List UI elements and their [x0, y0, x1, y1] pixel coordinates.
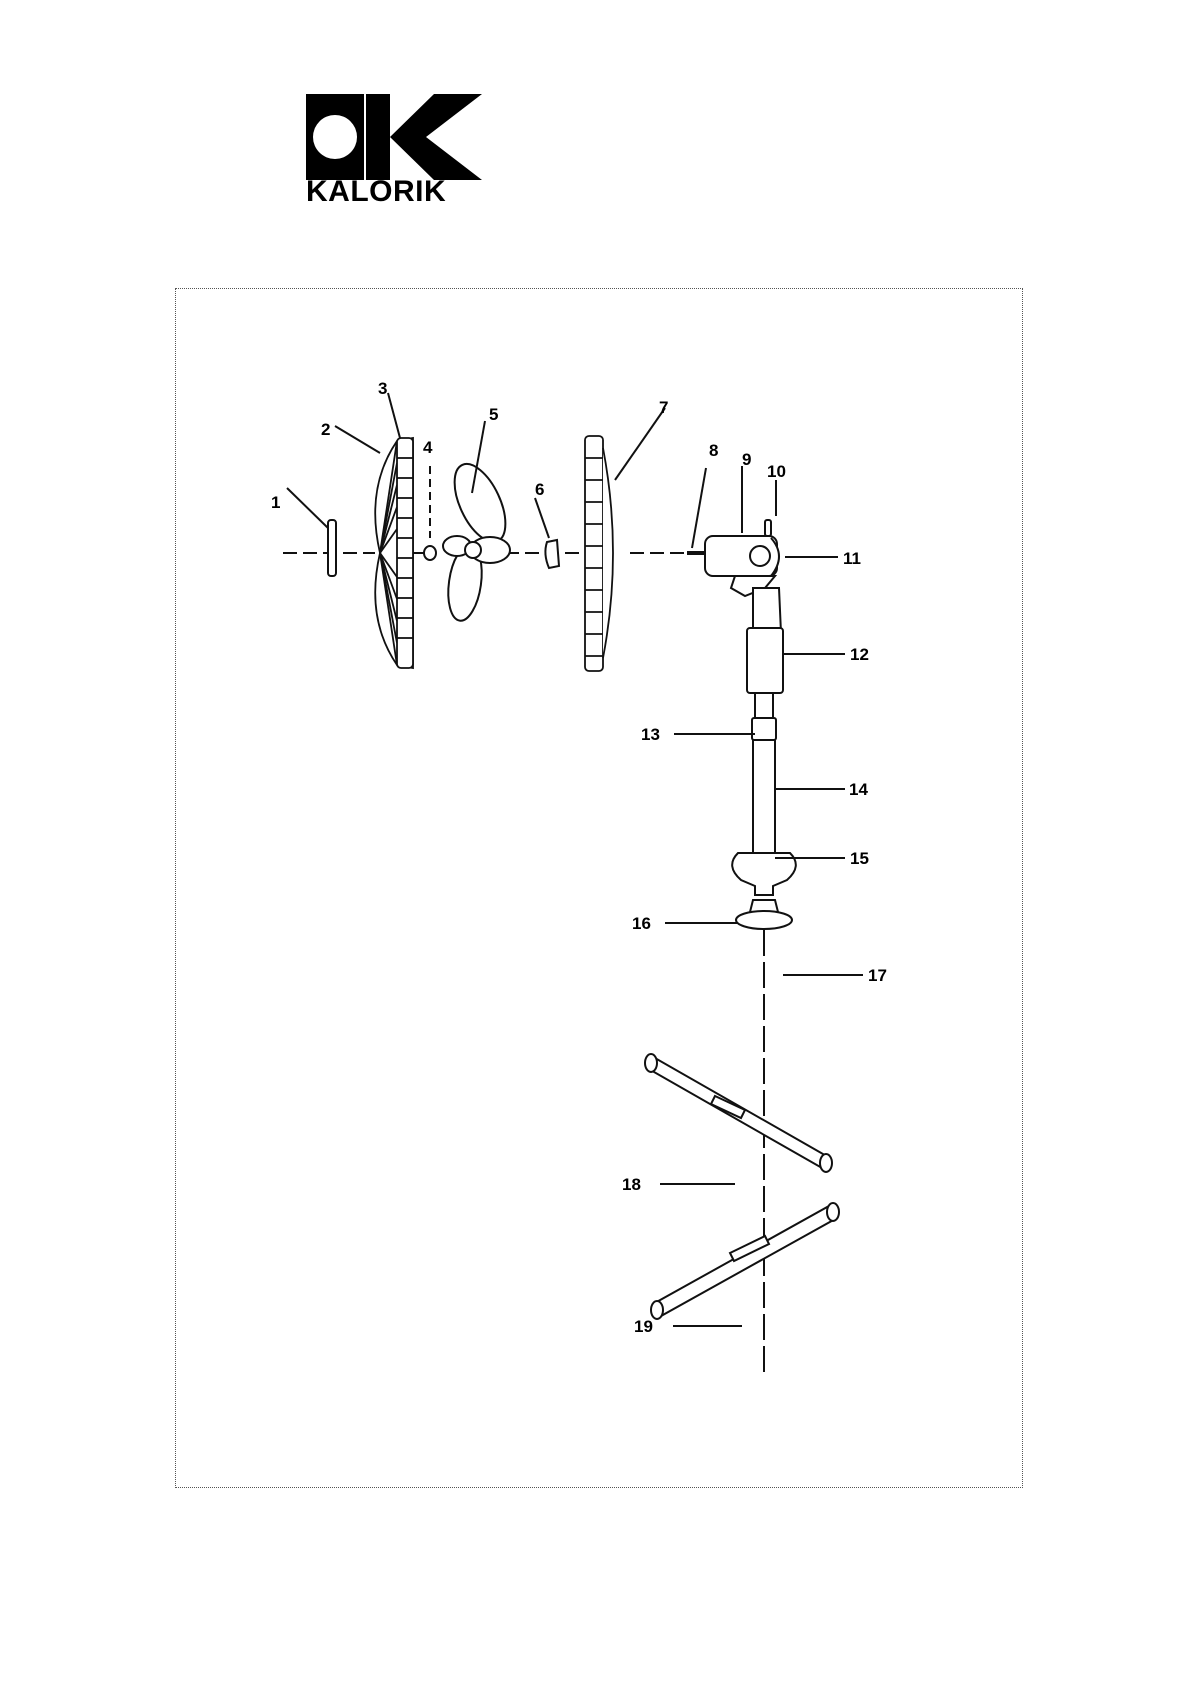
part-15-lower-pole [753, 740, 775, 855]
part-label-5: 5 [489, 405, 498, 424]
part-label-2: 2 [321, 420, 330, 439]
part-label-11: 11 [843, 549, 861, 568]
part-16-base-collar [732, 853, 796, 895]
part-18-upper-cross-foot [645, 1054, 832, 1172]
part-7-rear-grille [585, 436, 613, 671]
part-label-15: 15 [850, 849, 869, 868]
part-label-13: 13 [641, 725, 660, 744]
part-label-10: 10 [767, 462, 786, 481]
part-label-3: 3 [378, 379, 387, 398]
part-label-18: 18 [622, 1175, 641, 1194]
part-label-1: 1 [271, 493, 280, 512]
part-label-6: 6 [535, 480, 544, 499]
part-1-badge [328, 520, 336, 576]
kalorik-logo: KALORIK [306, 94, 482, 204]
fan-exploded-diagram: 1 2 3 4 5 6 7 8 9 10 11 12 13 14 15 16 1… [175, 288, 1023, 1488]
part-14-height-clamp [752, 718, 776, 740]
part-label-16: 16 [632, 914, 651, 933]
part-label-4: 4 [423, 438, 433, 457]
kalorik-wordmark: KALORIK [306, 177, 482, 207]
part-label-7: 7 [659, 398, 668, 417]
part-17-base-plate [736, 900, 792, 929]
part-3-grille-ring [397, 438, 413, 668]
part-label-8: 8 [709, 441, 718, 460]
part-10-oscillation-knob [765, 520, 771, 536]
part-label-19: 19 [634, 1317, 653, 1336]
part-5-fan-blade [443, 456, 516, 622]
part-4-spinner [424, 466, 436, 560]
part-label-9: 9 [742, 450, 751, 469]
part-6-blade-nut [545, 540, 559, 568]
part-19-lower-cross-foot [651, 1203, 839, 1319]
part-label-12: 12 [850, 645, 869, 664]
part-12-head-tube [747, 588, 783, 693]
kalorik-logo-mark [306, 94, 482, 180]
part-label-17: 17 [868, 966, 887, 985]
part-label-14: 14 [849, 780, 868, 799]
